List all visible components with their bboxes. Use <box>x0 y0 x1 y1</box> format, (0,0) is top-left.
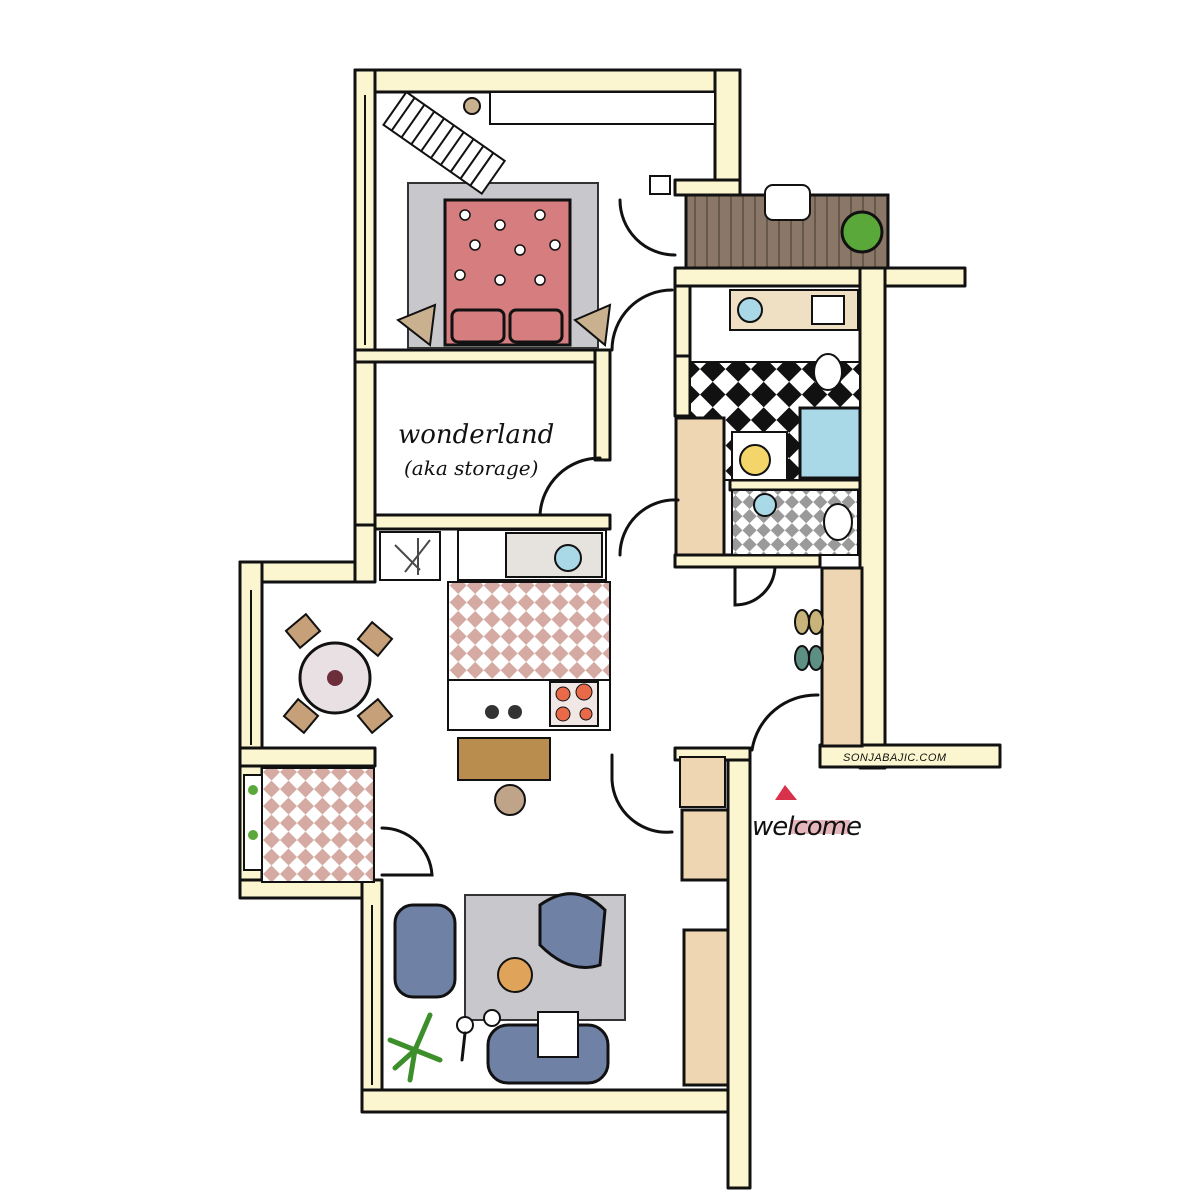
balcony-floor <box>261 767 375 883</box>
bathroom-door <box>618 498 680 557</box>
nightstand-right <box>573 303 612 347</box>
storage-door <box>538 456 602 517</box>
wc-door <box>733 565 777 607</box>
dining <box>243 612 434 883</box>
kitchen-floor <box>447 581 611 681</box>
nightstand-left <box>396 303 437 347</box>
wc-sink <box>753 493 777 517</box>
windows <box>250 91 716 1085</box>
shoes <box>794 609 824 671</box>
hall-cabinet-3 <box>682 928 730 1087</box>
plant-pot <box>840 210 884 254</box>
chair <box>356 697 394 735</box>
hall-cabinet-2 <box>680 808 730 882</box>
living-room <box>387 892 626 1085</box>
kitchen-island <box>457 737 551 781</box>
armchair-left <box>393 903 457 999</box>
cushion <box>537 1011 579 1058</box>
living-door <box>610 753 674 834</box>
storage-label: wonderland <box>398 420 555 450</box>
plant-icon <box>394 538 431 575</box>
bedroom-door <box>610 288 674 352</box>
hallway <box>618 175 890 270</box>
switch-box <box>649 175 671 195</box>
bedroom-wardrobe <box>489 91 716 125</box>
plant-shelf <box>379 531 441 581</box>
pillow-left <box>450 308 506 344</box>
closet-door <box>618 198 677 257</box>
chair <box>282 697 320 735</box>
balcony-door <box>380 826 434 877</box>
bar-stool <box>494 784 526 816</box>
washing-machine <box>811 295 845 325</box>
armchair-right <box>538 892 607 969</box>
storage-sublabel: (aka storage) <box>404 456 539 480</box>
wc-toilet <box>823 503 853 541</box>
shower <box>798 406 862 480</box>
coffee-table <box>497 957 533 993</box>
bath-mat <box>739 444 771 476</box>
kitchen-sink <box>554 544 582 572</box>
entrance-door <box>750 693 820 752</box>
hall-cabinet-1 <box>674 416 726 557</box>
floor-lamp <box>456 1009 501 1062</box>
bedroom <box>382 90 674 352</box>
floor-plant <box>387 1012 443 1083</box>
walls <box>238 68 1002 1190</box>
entrance-label: welcome <box>752 812 862 842</box>
shoe-cabinet <box>820 566 864 748</box>
entry-shelf <box>679 756 726 808</box>
entrance-marker-icon <box>775 785 797 800</box>
toilet <box>813 353 843 391</box>
chair <box>356 620 394 658</box>
kitchen <box>379 529 611 816</box>
artist-credit: SONJABAJIC.COM <box>843 752 947 764</box>
sink <box>737 297 763 323</box>
stool <box>463 97 481 115</box>
welcome-underline <box>790 820 850 834</box>
striped-mat <box>382 90 507 196</box>
lamp <box>764 184 811 221</box>
chair <box>284 612 322 650</box>
pillow-right <box>508 308 564 344</box>
bathroom <box>618 289 862 607</box>
